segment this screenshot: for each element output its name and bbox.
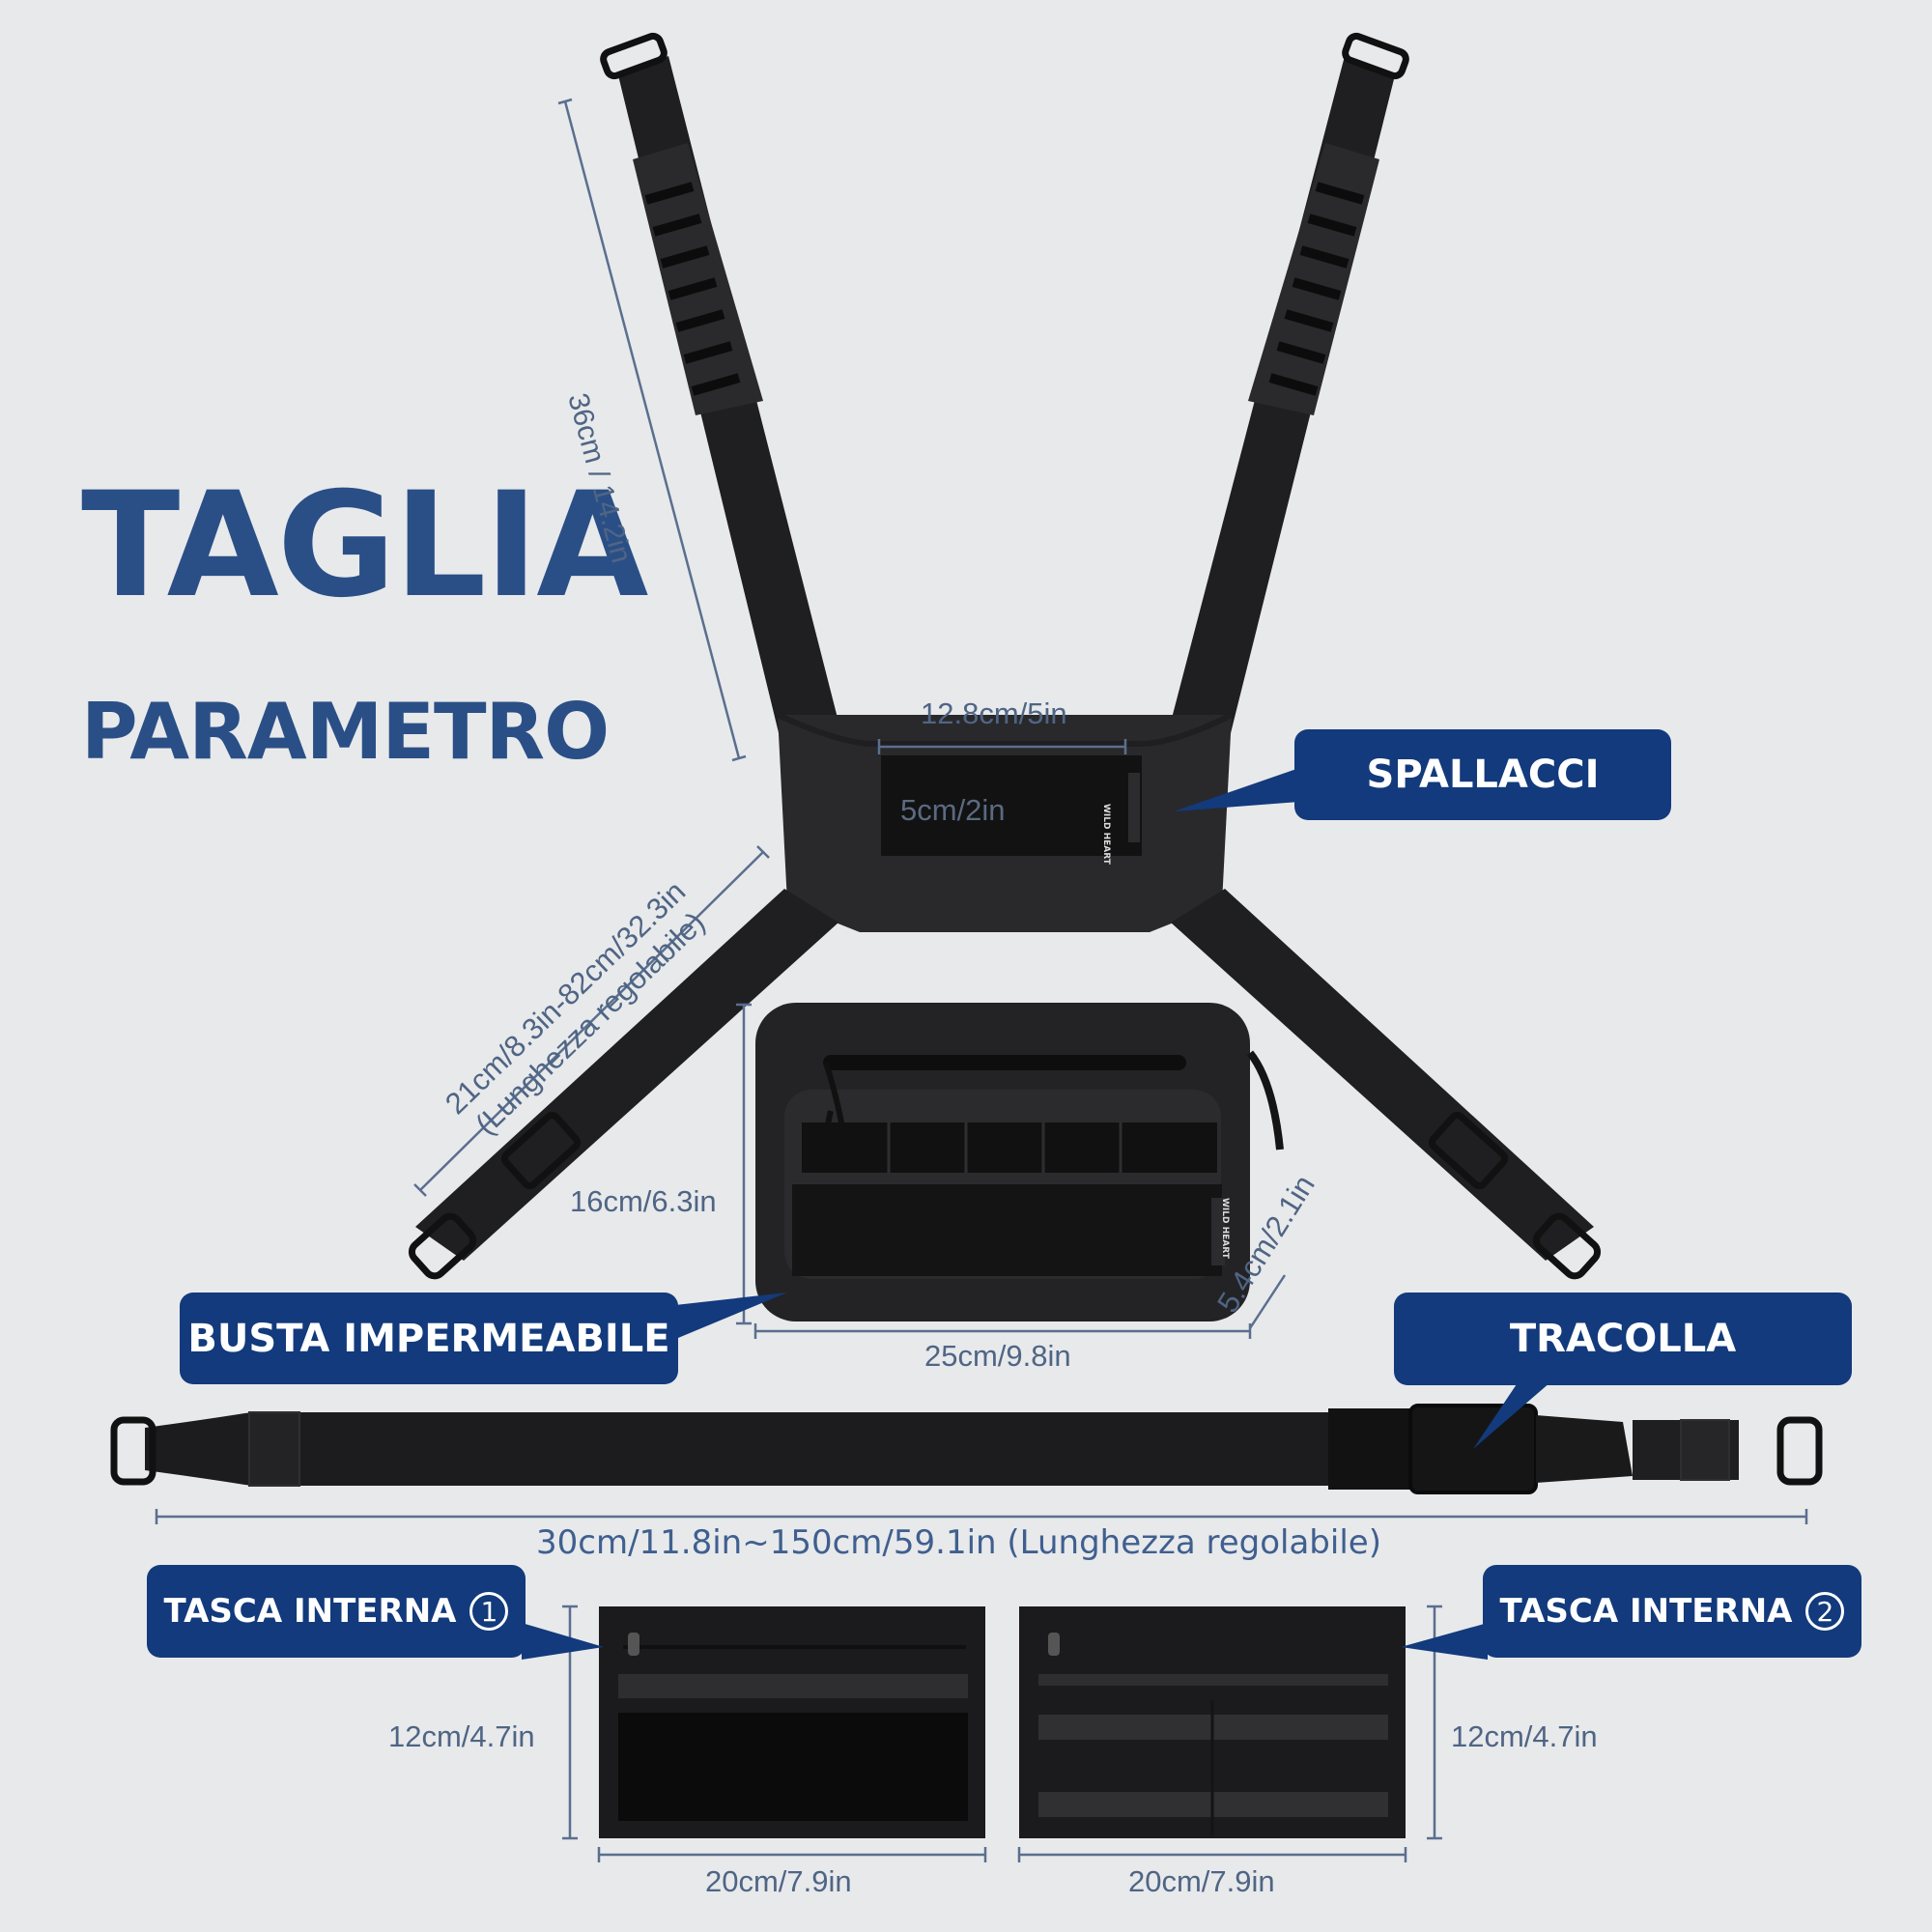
strap-callout: TRACOLLA [1394,1293,1852,1385]
page-title: TAGLIA [81,462,648,630]
pouch-height-label: 16cm/6.3in [570,1184,717,1218]
pouch-illustration [755,1003,1284,1321]
strap-callout-text: TRACOLLA [1509,1317,1737,1361]
shoulders-callout-text: SPALLACCI [1366,753,1600,797]
pocket1-callout: TASCA INTERNA 1 [147,1565,526,1658]
shoulders-callout: SPALLACCI [1294,729,1671,820]
inner-pocket-2-illustration [1019,1606,1406,1838]
pouch-callout-text: BUSTA IMPERMEABILE [187,1316,670,1361]
callout-pointers [522,768,1565,1660]
brand-tag-pouch: WILD HEART [1220,1198,1230,1259]
pocket1-callout-text: TASCA INTERNA [163,1592,457,1631]
dimension-lines [155,98,1808,1862]
pocket2-height-label: 12cm/4.7in [1451,1719,1598,1753]
pocket2-width-label: 20cm/7.9in [1128,1864,1275,1898]
shoulder-strap-length-label: 30cm/11.8in~150cm/59.1in (Lunghezza rego… [536,1523,1381,1562]
pocket1-height-label: 12cm/4.7in [388,1719,535,1753]
pouch-width-label: 25cm/9.8in [924,1339,1071,1373]
pocket2-number-badge: 2 [1805,1592,1845,1631]
chest-width-label: 12.8cm/5in [921,696,1067,730]
patch-height-label: 5cm/2in [900,793,1006,827]
harness-illustration [408,32,1602,1280]
inner-pocket-1-illustration [599,1606,985,1838]
pouch-callout: BUSTA IMPERMEABILE [180,1293,678,1384]
pocket1-number-badge: 1 [469,1592,509,1631]
shoulder-strap-illustration [110,1404,1823,1494]
brand-tag-harness: WILD HEART [1101,804,1111,865]
pocket2-callout: TASCA INTERNA 2 [1483,1565,1861,1658]
page-subtitle: PARAMETRO [81,687,610,777]
pocket1-width-label: 20cm/7.9in [705,1864,852,1898]
pocket2-callout-text: TASCA INTERNA [1499,1592,1793,1631]
